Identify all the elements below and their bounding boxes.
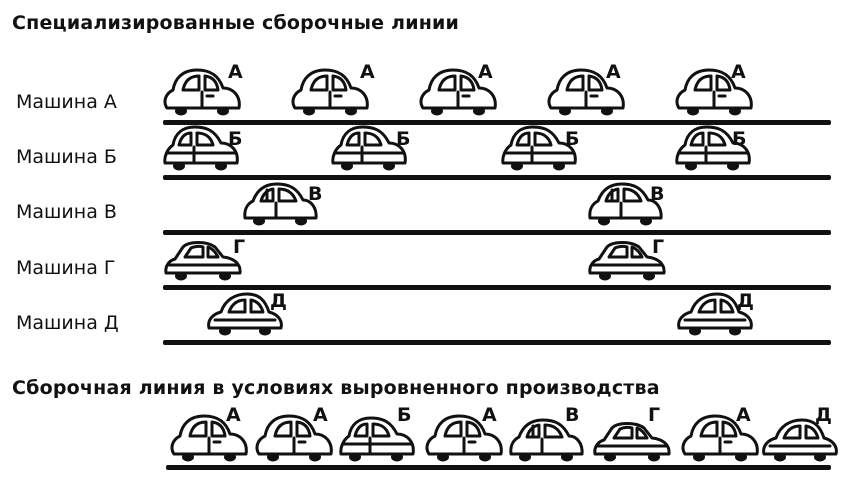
sequence-letter: В (565, 404, 580, 426)
leveled-line-title: Сборочная линия в условиях выровненного … (12, 377, 660, 399)
car-letter: Б (565, 128, 580, 150)
car-letter: Д (737, 290, 754, 312)
car-letter: А (606, 61, 621, 83)
car-a-icon (289, 66, 369, 120)
sequence-letter: Д (815, 404, 832, 426)
row-label-car-b: Машина Б (16, 146, 117, 168)
car-letter: А (731, 61, 746, 83)
sequence-letter: Г (648, 404, 661, 426)
sequence-letter: А (736, 404, 751, 426)
road-line-b (163, 175, 831, 180)
road-line-g (163, 285, 831, 290)
car-letter: А (228, 61, 243, 83)
row-label-car-a: Машина А (16, 91, 117, 113)
car-letter: Б (228, 128, 243, 150)
car-g-icon (163, 231, 243, 285)
specialized-lines-title: Специализированные сборочные линии (12, 12, 460, 34)
sequence-letter: А (313, 404, 328, 426)
road-line-leveled (166, 465, 831, 470)
sequence-letter: А (226, 404, 241, 426)
road-line-a (163, 120, 831, 125)
car-letter: Б (396, 128, 411, 150)
sequence-letter: А (482, 404, 497, 426)
car-letter: В (650, 183, 665, 205)
car-letter: Б (732, 128, 747, 150)
car-letter: А (478, 61, 493, 83)
car-letter: В (308, 183, 323, 205)
row-label-car-g: Машина Г (16, 257, 116, 279)
car-letter: Г (652, 236, 665, 258)
road-line-d (163, 340, 831, 345)
row-label-car-v: Машина В (16, 201, 117, 223)
road-line-v (163, 230, 831, 235)
car-letter: А (360, 61, 375, 83)
car-letter: Д (270, 290, 287, 312)
car-letter: Г (233, 236, 246, 258)
sequence-letter: Б (397, 404, 412, 426)
row-label-car-d: Машина Д (16, 312, 119, 334)
